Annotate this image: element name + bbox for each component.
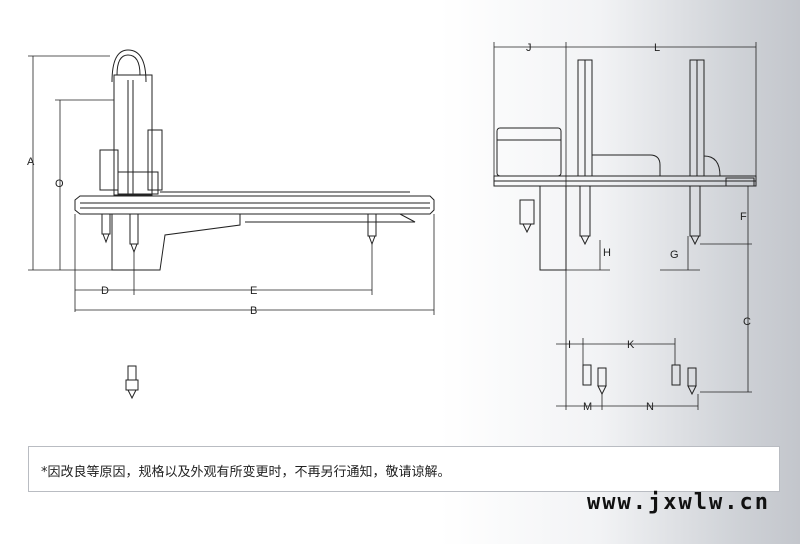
- disclaimer-text: *因改良等原因，规格以及外观有所变更时，不再另行通知，敬请谅解。: [41, 465, 451, 480]
- dim-label-n: N: [646, 401, 654, 413]
- dim-label-e: E: [250, 285, 257, 297]
- site-watermark: www.jxwlw.cn: [587, 490, 770, 515]
- dim-label-b: B: [250, 305, 257, 317]
- technical-drawing: A O D E B J L F H G C I K M N: [27, 42, 757, 413]
- dim-label-f: F: [740, 211, 747, 223]
- dimension-letters: A O D E B J L F H G C I K M N: [27, 42, 751, 413]
- dim-label-j: J: [526, 42, 532, 54]
- dim-label-k: K: [627, 339, 635, 351]
- dim-label-g: G: [670, 249, 679, 261]
- dim-label-m: M: [583, 401, 592, 413]
- front-view-dimensions: [493, 42, 757, 410]
- dim-label-d: D: [101, 285, 109, 297]
- side-view-dimensions: [28, 55, 435, 315]
- disclaimer-note: *因改良等原因，规格以及外观有所变更时，不再另行通知，敬请谅解。: [28, 446, 780, 492]
- dim-label-o: O: [55, 178, 64, 190]
- dim-label-a: A: [27, 156, 35, 168]
- dim-label-c: C: [743, 316, 751, 328]
- dim-label-h: H: [603, 247, 611, 259]
- dim-label-l: L: [654, 42, 660, 54]
- side-view: [74, 49, 435, 400]
- dim-label-i: I: [568, 339, 571, 351]
